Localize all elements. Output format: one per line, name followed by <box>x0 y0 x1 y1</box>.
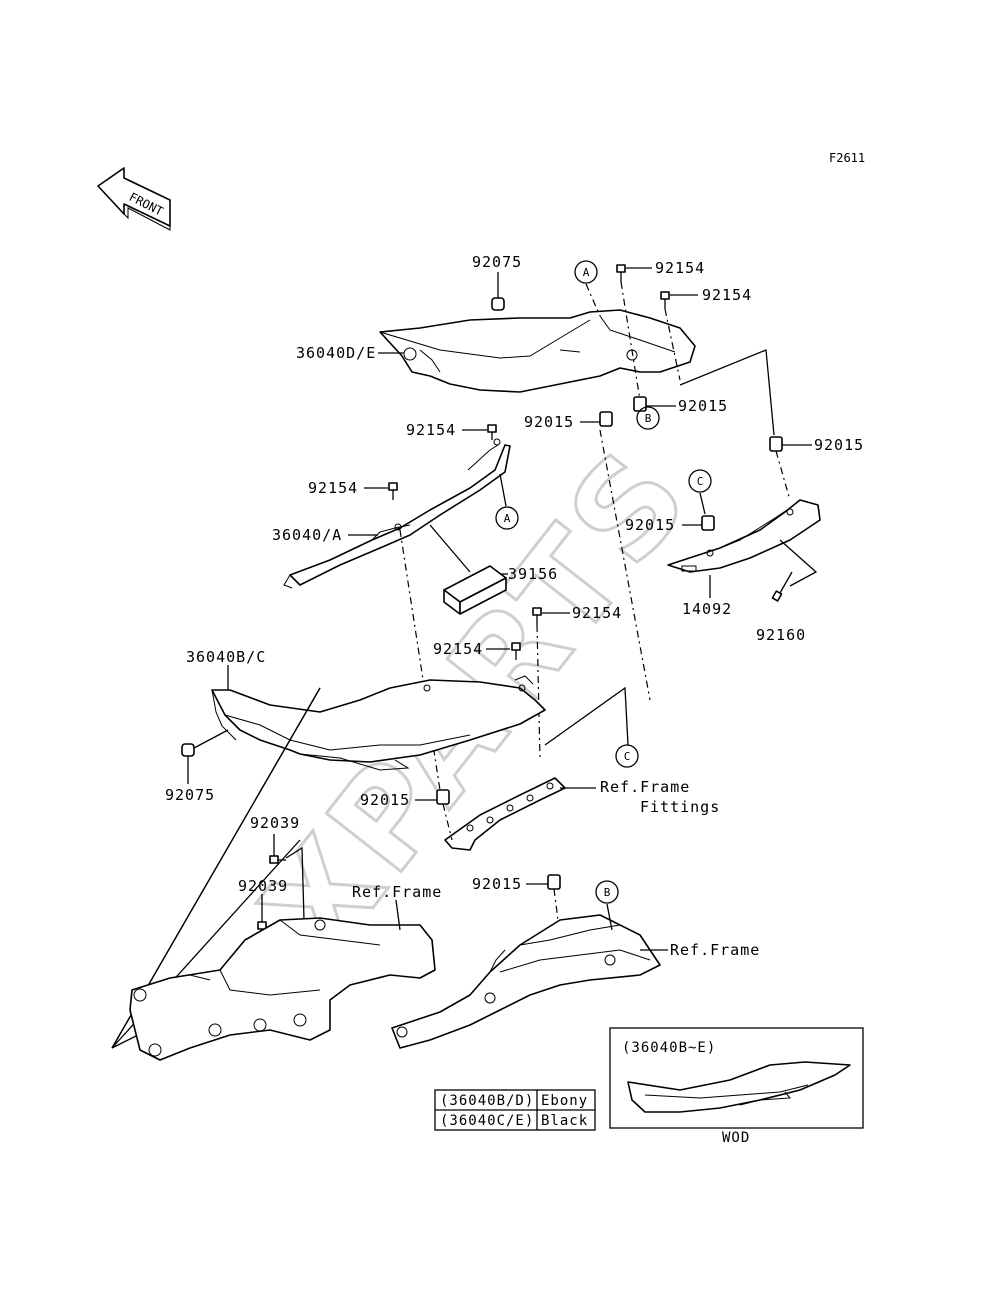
color-table-code-0: (36040B/D) <box>440 1093 534 1109</box>
label-92154-b: 92154 <box>702 286 752 304</box>
screw-92154-f <box>511 642 521 660</box>
color-table-code-1: (36040C/E) <box>440 1113 534 1129</box>
label-92154-a: 92154 <box>655 259 705 277</box>
screw-92154-e <box>532 607 542 625</box>
seat-cover-upper-36040de <box>379 309 696 393</box>
figure-code: F2611 <box>829 151 865 165</box>
svg-text:A: A <box>583 266 590 279</box>
label-92039-a: 92039 <box>250 814 300 832</box>
label-92154-e: 92154 <box>572 604 622 622</box>
ref-frame-fittings-label-1: Ref.Frame <box>600 778 690 796</box>
front-arrow-icon: FRONT <box>97 167 171 231</box>
label-92015-d: 92015 <box>625 516 675 534</box>
collar-92015-c <box>769 436 783 452</box>
frame-left <box>129 917 436 1061</box>
screw-92154-d <box>388 482 398 500</box>
label-92015-c: 92015 <box>814 436 864 454</box>
inset-title: (36040B~E) <box>622 1040 716 1056</box>
ref-frame-right-label: Ref.Frame <box>670 941 760 959</box>
label-92039-b: 92039 <box>238 877 288 895</box>
pin-92160 <box>771 571 793 602</box>
svg-text:B: B <box>645 412 652 425</box>
inset-caption: WOD <box>722 1130 750 1146</box>
label-92015-e: 92015 <box>360 791 410 809</box>
ref-frame-fittings-label-2: Fittings <box>640 798 720 816</box>
label-92015-a: 92015 <box>524 413 574 431</box>
ref-circle-c-center <box>615 744 639 768</box>
grommet-92075-top <box>491 272 505 311</box>
label-36040a: 36040/A <box>272 526 342 544</box>
collar-92015-f <box>547 874 561 890</box>
side-cover-36040bc <box>211 675 546 771</box>
pad-39156 <box>443 565 507 615</box>
label-39156: 39156 <box>508 565 558 583</box>
svg-text:B: B <box>604 886 611 899</box>
screw-92154-c <box>487 424 497 440</box>
color-table-color-0: Ebony <box>541 1093 588 1109</box>
label-36040bc: 36040B/C <box>186 648 266 666</box>
color-table: (36040B/D) Ebony (36040C/E) Black <box>434 1089 596 1131</box>
bracket-14092 <box>667 499 821 573</box>
svg-text:C: C <box>697 475 704 488</box>
frame-right <box>391 914 661 1049</box>
collar-92015-e <box>436 789 450 805</box>
label-92154-f: 92154 <box>433 640 483 658</box>
label-92160: 92160 <box>756 626 806 644</box>
ref-circle-a-top <box>574 260 598 284</box>
collar-92015-d <box>701 515 715 531</box>
ref-frame-left-label: Ref.Frame <box>352 883 442 901</box>
svg-text:A: A <box>504 512 511 525</box>
svg-text:C: C <box>624 750 631 763</box>
label-92075-bottom: 92075 <box>165 786 215 804</box>
label-92015-f: 92015 <box>472 875 522 893</box>
label-92154-d: 92154 <box>308 479 358 497</box>
label-92075-top: 92075 <box>472 253 522 271</box>
label-36040de: 36040D/E <box>296 344 376 362</box>
frame-fittings-plate <box>444 777 566 851</box>
collar-92015-a <box>599 411 613 427</box>
screw-92154-top-b <box>660 291 698 309</box>
ref-circle-c-right <box>688 469 712 493</box>
inset-box: (36040B~E) WOD <box>609 1027 864 1146</box>
bracket-36040a <box>283 438 511 589</box>
label-14092: 14092 <box>682 600 732 618</box>
label-92015-b: 92015 <box>678 397 728 415</box>
collar-92015-b <box>633 396 647 412</box>
screw-92154-top-a <box>616 264 652 282</box>
label-92154-c: 92154 <box>406 421 456 439</box>
ref-circle-a-mid <box>495 506 519 530</box>
color-table-color-1: Black <box>541 1113 588 1129</box>
grommet-92075-bottom <box>181 743 195 757</box>
ref-circle-b-top <box>636 406 660 430</box>
ref-circle-b-bottom <box>595 880 619 904</box>
